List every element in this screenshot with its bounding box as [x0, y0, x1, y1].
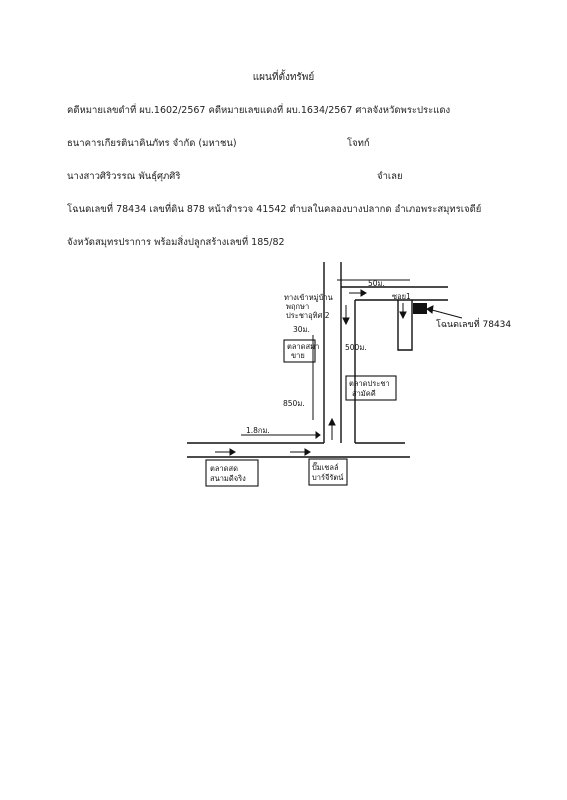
map-label-bottom-right-1: ปั๊มเชลล์: [312, 462, 339, 472]
landmark-boxes: [205, 339, 397, 487]
map-label-market-1: ตลาดสมา: [287, 342, 319, 351]
map-label-50m: 50ม.: [368, 279, 385, 288]
map-label-soi: ซอย1: [392, 292, 411, 301]
map-label-village-3: ประชาอุทิศ 2: [286, 311, 330, 320]
map-label-bottom-right-2: บาร์จีรัตน์: [312, 473, 344, 482]
document-title: แผนที่ตั้งทรัพย์: [252, 72, 315, 83]
map-label-bottom-left-1: ตลาดสด: [210, 464, 238, 473]
plaintiff-name: ธนาคารเกียรตินาคินภัทร จำกัด (มหาชน): [67, 138, 237, 149]
map-label-school-2: สามัคคี: [352, 389, 376, 398]
map-label-deed: โฉนดเลขที่ 78434: [436, 317, 511, 330]
arrow-markers: [215, 279, 463, 456]
map-label-village-1: ทางเข้าหมู่บ้าน: [284, 293, 333, 302]
map-label-bottom-left-2: สนามดีจริง: [210, 474, 246, 483]
map-label-1-8km: 1.8กม.: [246, 426, 270, 435]
deed-plot-marker: [413, 303, 427, 314]
map-label-850m: 850ม.: [283, 399, 305, 408]
map-label-30m: 30ม.: [293, 325, 310, 334]
province-line: จังหวัดสมุทรปราการ พร้อมสิ่งปลูกสร้างเลข…: [67, 237, 285, 248]
road-lines: [187, 262, 448, 458]
map-label-market-2: ขาย: [291, 351, 305, 360]
defendant-name: นางสาวศิริวรรณ พันธุ์ศุภศิริ: [67, 171, 181, 182]
case-line: คดีหมายเลขดำที่ ผบ.1602/2567 คดีหมายเลขแ…: [67, 105, 451, 116]
defendant-role: จำเลย: [377, 171, 403, 182]
map-label-village-2: พฤกษา: [286, 302, 309, 311]
deed-line: โฉนดเลขที่ 78434 เลขที่ดิน 878 หน้าสำรวจ…: [67, 204, 482, 215]
map-label-school-1: ตลาดประชา: [349, 379, 390, 388]
plaintiff-role: โจทก์: [347, 138, 370, 149]
map-label-500m: 500ม.: [345, 343, 367, 352]
